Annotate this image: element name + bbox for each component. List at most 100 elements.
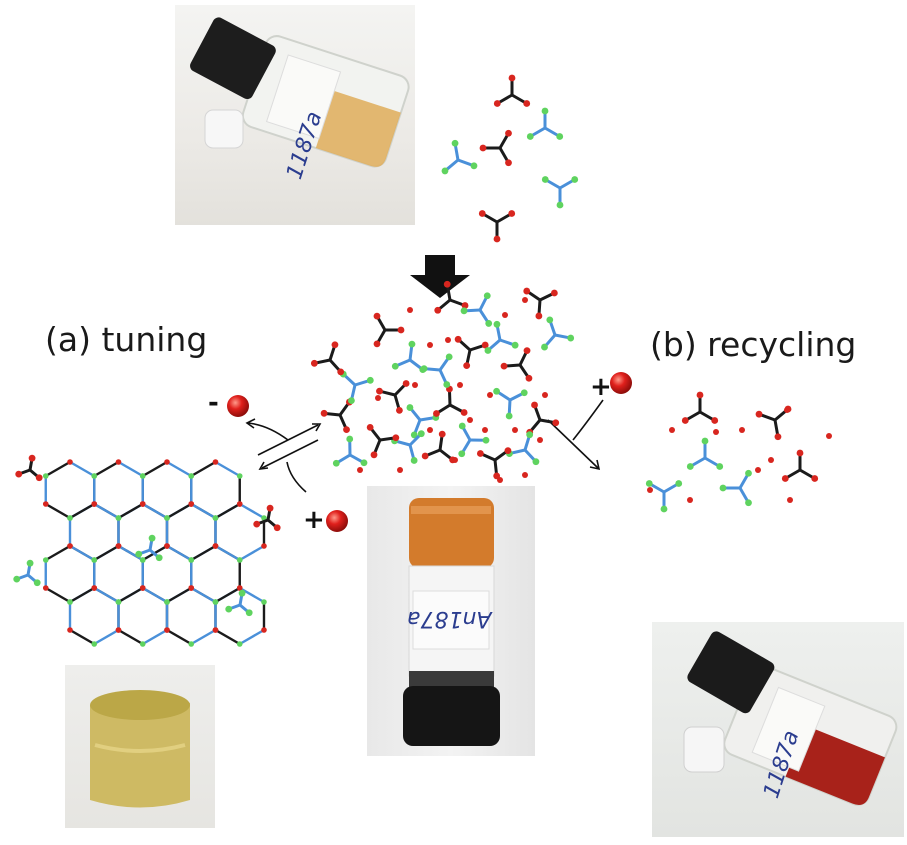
network-node <box>212 543 219 549</box>
right-vial-drawing <box>683 631 898 806</box>
network-bond <box>69 460 95 478</box>
network-bond <box>117 586 144 604</box>
gel-ion-dot <box>467 417 473 423</box>
blue-linker-end <box>441 167 449 175</box>
blue-linker-end <box>445 353 453 361</box>
black-linker-end <box>460 409 468 416</box>
network-bond <box>190 460 217 478</box>
network-node <box>67 515 73 521</box>
black-linker-end <box>461 302 469 309</box>
gel-ion-dot <box>487 392 493 398</box>
gel-ion-dot <box>482 427 488 433</box>
blue-linker-end <box>484 347 492 354</box>
network-node <box>115 627 122 633</box>
blue-linker-end <box>245 609 253 617</box>
gel-ion-dot <box>407 307 413 313</box>
gel-ion-dot <box>375 395 381 401</box>
blue-linker-end <box>408 340 416 348</box>
black-linker-end <box>508 74 516 82</box>
ion-sphere-plus-right <box>610 372 632 394</box>
blue-linker-end <box>541 343 548 351</box>
blue-linker-end <box>482 436 490 444</box>
black-linker-core <box>498 146 502 150</box>
recycled-ion-dot <box>713 429 719 435</box>
black-linker-core <box>468 348 472 352</box>
network-node <box>139 641 146 647</box>
network-bond <box>214 460 241 478</box>
gel-ion-dot <box>427 342 433 348</box>
blue-linker-end <box>532 458 540 466</box>
network-node <box>236 641 243 647</box>
gel-ion-dot <box>357 467 363 473</box>
black-linker-end <box>421 452 429 460</box>
right-vial-photo: 1187a <box>652 622 904 837</box>
black-linker-end <box>434 306 442 314</box>
network-node <box>91 557 98 563</box>
black-linker-end <box>320 409 328 417</box>
gel-ion-dot <box>457 382 463 388</box>
ion-sphere-minus <box>227 395 249 417</box>
network-node <box>42 501 49 507</box>
black-linker-end <box>523 100 531 107</box>
network-bond <box>239 544 265 562</box>
black-linker-core <box>328 358 332 362</box>
network-bond <box>214 628 241 646</box>
gel-ion-dot <box>502 312 508 318</box>
black-linker-end <box>373 312 381 320</box>
black-linker-end <box>373 340 381 348</box>
blue-linker-end <box>417 430 425 438</box>
blue-linker-end <box>645 480 653 487</box>
network-bond <box>117 544 144 562</box>
black-linker-end <box>476 450 484 457</box>
black-linker-core <box>338 413 342 417</box>
blue-linker-end <box>410 457 418 464</box>
black-linker-core <box>495 220 499 224</box>
blue-linker-end <box>332 459 340 467</box>
network-node <box>236 501 243 507</box>
network-node <box>261 543 267 549</box>
network-bond <box>142 628 168 646</box>
recycled-ion-dot <box>768 457 774 463</box>
blue-linker-end <box>660 505 668 513</box>
network-bond <box>214 544 241 562</box>
network-node <box>42 557 49 563</box>
recycled-ion-dot <box>687 497 693 503</box>
blue-linker-end <box>420 365 428 373</box>
network-bond <box>69 502 95 520</box>
network-node <box>42 585 49 591</box>
network-bond <box>166 460 192 478</box>
black-linker-end <box>504 447 512 454</box>
top-vial-drawing <box>190 17 410 168</box>
gel-ion-dot <box>537 437 543 443</box>
black-linker-end <box>15 470 23 478</box>
blue-linker-end <box>458 422 466 430</box>
blue-linker-end <box>458 450 466 458</box>
blue-linker-end <box>567 334 575 342</box>
network-node <box>164 459 170 465</box>
gel-ion-dot <box>427 427 433 433</box>
network-node <box>139 473 146 479</box>
blue-linker-end <box>155 554 163 562</box>
blue-linker-end <box>391 362 399 370</box>
black-linker-end <box>331 341 339 349</box>
black-linker-core <box>383 328 387 332</box>
blue-linker-end <box>485 320 493 327</box>
network-bond <box>214 502 241 520</box>
network-bond <box>45 586 71 604</box>
gel-ion-dot <box>445 337 451 343</box>
black-linker-end <box>550 289 558 297</box>
blue-linker-end <box>443 381 451 388</box>
recycled-ion-dot <box>755 467 761 473</box>
blue-linker-end <box>716 463 724 470</box>
blue-linker-end <box>135 550 143 558</box>
black-linker-end <box>392 434 400 442</box>
network-bond <box>166 544 192 562</box>
black-linker-end <box>337 368 345 376</box>
blue-linker-end <box>406 404 414 411</box>
black-linker-core <box>798 468 802 472</box>
down-arrow <box>410 255 470 298</box>
equilibrium-arrows <box>245 418 322 493</box>
gel-ion-dot <box>397 467 403 473</box>
recycled-ion-dot <box>784 407 790 413</box>
